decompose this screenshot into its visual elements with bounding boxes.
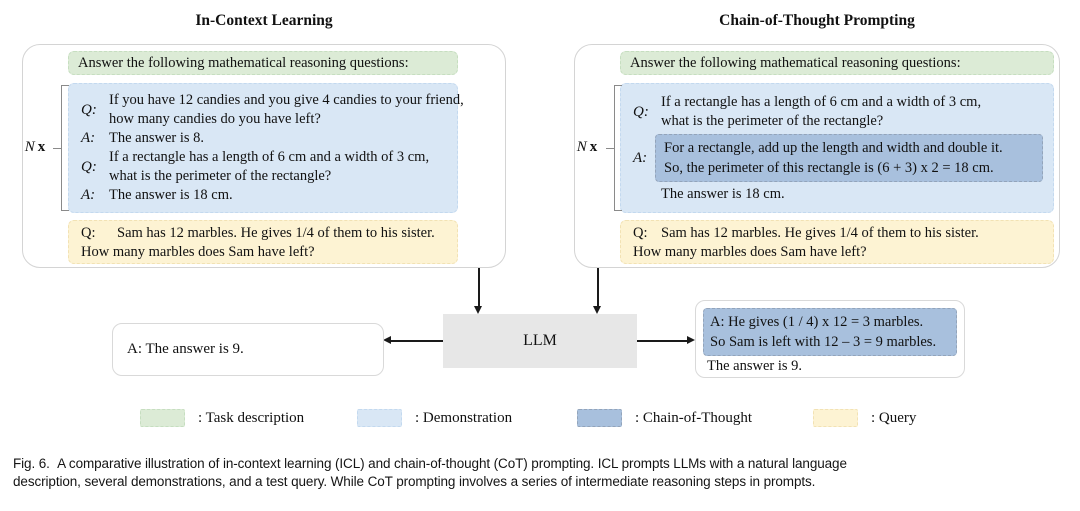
a-label: A:	[633, 149, 648, 166]
cot-demonstration-box: Q: If a rectangle has a length of 6 cm a…	[620, 83, 1054, 213]
icl-output-arrow-head	[383, 336, 391, 344]
cot-text: So Sam is left with 12 – 3 = 9 marbles.	[710, 334, 937, 350]
icl-query-box: Q: Sam has 12 marbles. He gives 1/4 of t…	[68, 220, 458, 264]
query-text: Sam has 12 marbles. He gives 1/4 of them…	[661, 225, 979, 241]
figure-caption: Fig. 6. A comparative illustration of in…	[13, 455, 1073, 490]
demo-text: The answer is 18 cm.	[109, 187, 233, 203]
llm-box: LLM	[443, 314, 637, 368]
cot-text: For a rectangle, add up the length and w…	[664, 140, 1003, 156]
demo-text: The answer is 8.	[109, 130, 205, 146]
cot-output-arrow-line	[637, 340, 688, 342]
icl-output-arrow-line	[391, 340, 443, 342]
cot-reasoning-box: For a rectangle, add up the length and w…	[655, 134, 1043, 182]
cot-demo-q: Q: If a rectangle has a length of 6 cm a…	[633, 93, 1045, 131]
demo-text: what is the perimeter of the rectangle?	[109, 168, 332, 184]
icl-demo-q2: Q: If a rectangle has a length of 6 cm a…	[81, 148, 449, 186]
legend-item-query: : Query	[813, 409, 916, 427]
icl-demonstration-box: Q: If you have 12 candies and you give 4…	[68, 83, 464, 213]
cot-repeat-bracket	[606, 85, 622, 211]
demo-text: If a rectangle has a length of 6 cm and …	[109, 149, 430, 165]
query-text: Sam has 12 marbles. He gives 1/4 of them…	[117, 225, 435, 241]
demo-text: The answer is 18 cm.	[661, 186, 785, 202]
icl-panel-title: In-Context Learning	[195, 12, 333, 29]
legend-item-demonstration: : Demonstration	[357, 409, 512, 427]
legend-item-chain-of-thought: : Chain-of-Thought	[577, 409, 752, 427]
query-q-label: Q:	[633, 225, 648, 241]
legend-label: : Query	[871, 409, 917, 426]
cot-output-reasoning-box: A: He gives (1 / 4) x 12 = 3 marbles. So…	[703, 308, 957, 356]
cot-text: A: He gives (1 / 4) x 12 = 3 marbles.	[710, 314, 924, 330]
query-text: How many marbles does Sam have left?	[633, 244, 867, 260]
query-q-label: Q:	[81, 225, 96, 241]
demo-text: If a rectangle has a length of 6 cm and …	[661, 94, 982, 110]
cot-panel: Answer the following mathematical reason…	[574, 44, 1060, 268]
legend-swatch-demonstration	[357, 409, 402, 427]
demo-text: how many candies do you have left?	[109, 111, 321, 127]
cot-text: So, the perimeter of this rectangle is (…	[664, 160, 994, 176]
legend-swatch-chain-of-thought	[577, 409, 622, 427]
demo-text: what is the perimeter of the rectangle?	[661, 113, 884, 129]
legend-label: : Chain-of-Thought	[635, 409, 753, 426]
icl-output-box: A: The answer is 9.	[112, 323, 384, 376]
legend-swatch-query	[813, 409, 858, 427]
icl-panel: Answer the following mathematical reason…	[22, 44, 506, 268]
cot-down-arrow-line	[597, 268, 599, 307]
legend-item-task-description: : Task description	[140, 409, 304, 427]
legend-label: : Demonstration	[415, 409, 513, 426]
legend-swatch-task-description	[140, 409, 185, 427]
icl-repeat-bracket	[53, 85, 69, 211]
legend-label: : Task description	[198, 409, 305, 426]
caption-line: Fig. 6. A comparative illustration of in…	[13, 456, 847, 471]
a-label: A:	[81, 130, 96, 146]
q-label: Q:	[633, 103, 649, 120]
caption-line: description, several demonstrations, and…	[13, 473, 816, 489]
cot-query-box: Q: Sam has 12 marbles. He gives 1/4 of t…	[620, 220, 1054, 264]
a-label: A:	[81, 187, 96, 203]
icl-demo-a1: A: The answer is 8.	[81, 129, 449, 148]
icl-demo-a2: A: The answer is 18 cm.	[81, 186, 449, 205]
query-text: How many marbles does Sam have left?	[81, 244, 315, 260]
cot-task-description-box: Answer the following mathematical reason…	[620, 51, 1054, 75]
cot-output-answer: The answer is 9.	[707, 358, 803, 374]
icl-task-description-box: Answer the following mathematical reason…	[68, 51, 458, 75]
cot-output-arrow-head	[687, 336, 695, 344]
demo-text: If you have 12 candies and you give 4 ca…	[109, 92, 464, 108]
cot-output-box: A: He gives (1 / 4) x 12 = 3 marbles. So…	[695, 300, 965, 378]
icl-demo-q1: Q: If you have 12 candies and you give 4…	[81, 91, 464, 129]
cot-down-arrow-head	[592, 306, 601, 314]
q-label: Q:	[81, 158, 97, 175]
cot-panel-title: Chain-of-Thought Prompting	[719, 12, 915, 29]
icl-down-arrow-head	[473, 306, 482, 314]
q-label: Q:	[81, 101, 97, 118]
cot-demo-a: A: For a rectangle, add up the length an…	[633, 134, 1045, 182]
icl-down-arrow-line	[478, 268, 480, 307]
cot-demo-answer: The answer is 18 cm.	[633, 185, 1045, 204]
